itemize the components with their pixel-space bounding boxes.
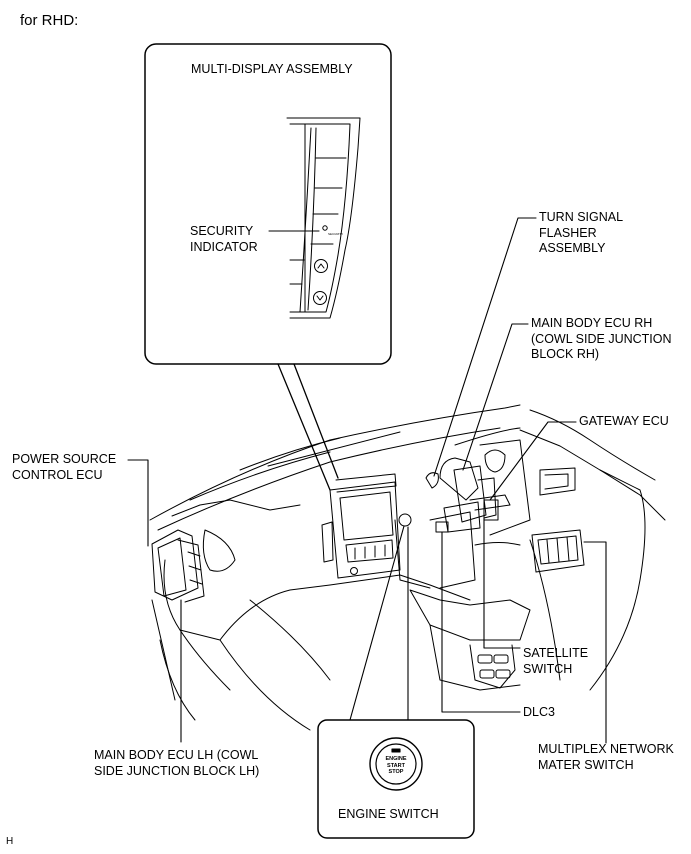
label-satellite-switch: SATELLITE SWITCH xyxy=(523,646,589,676)
engine-button-line-1: ENGINE xyxy=(385,756,407,762)
label-multiplex-network-mater-switch: MULTIPLEX NETWORK MATER SWITCH xyxy=(538,742,674,772)
gateway-ecu-unit xyxy=(483,499,499,521)
satellite-switch-leader xyxy=(483,517,521,649)
center-console xyxy=(321,473,412,579)
power-source-leader xyxy=(127,459,149,547)
turn-signal-leader xyxy=(433,217,537,477)
multi-display-panel xyxy=(286,117,361,319)
engine-switch-leader-left xyxy=(349,525,405,721)
label-main-body-ecu-lh: MAIN BODY ECU LH (COWL SIDE JUNCTION BLO… xyxy=(94,748,260,778)
footer-mark: H xyxy=(6,836,14,847)
engine-switch-button xyxy=(369,737,423,791)
label-security-indicator: SECURITY INDICATOR xyxy=(190,224,258,254)
engine-button-line-3: STOP xyxy=(388,769,404,775)
multiplex-switch-unit xyxy=(531,529,585,573)
main-body-ecu-rh xyxy=(425,457,497,533)
callout-pointer-left xyxy=(277,363,331,491)
dashboard-outline xyxy=(149,404,666,731)
label-power-source-control-ecu: POWER SOURCE CONTROL ECU xyxy=(12,452,117,482)
label-multi-display-assembly: MULTI-DISPLAY ASSEMBLY xyxy=(191,62,353,76)
engine-switch-callout-box xyxy=(317,719,475,839)
header-title: for RHD: xyxy=(20,12,79,29)
multiplex-leader xyxy=(583,541,607,744)
label-turn-signal-flasher: TURN SIGNAL FLASHER ASSEMBLY xyxy=(539,210,624,255)
label-gateway-ecu: GATEWAY ECU xyxy=(579,414,669,428)
power-source-control-ecu xyxy=(151,529,205,603)
label-dlc3: DLC3 xyxy=(523,705,555,719)
engine-button-text: ENGINE START STOP xyxy=(383,756,409,776)
engine-button-line-2: START xyxy=(387,762,405,769)
dlc3-leader xyxy=(441,531,521,713)
gateway-ecu-leader xyxy=(489,421,577,501)
security-tiny-text: SECURITY xyxy=(328,232,344,236)
main-body-ecu-rh-leader xyxy=(462,323,529,471)
label-main-body-ecu-rh: MAIN BODY ECU RH (COWL SIDE JUNCTION BLO… xyxy=(531,316,672,361)
multi-display-callout-box xyxy=(144,43,392,365)
leader-lines xyxy=(127,217,607,744)
label-engine-switch: ENGINE SWITCH xyxy=(338,807,439,821)
callout-pointer-right xyxy=(293,363,339,479)
